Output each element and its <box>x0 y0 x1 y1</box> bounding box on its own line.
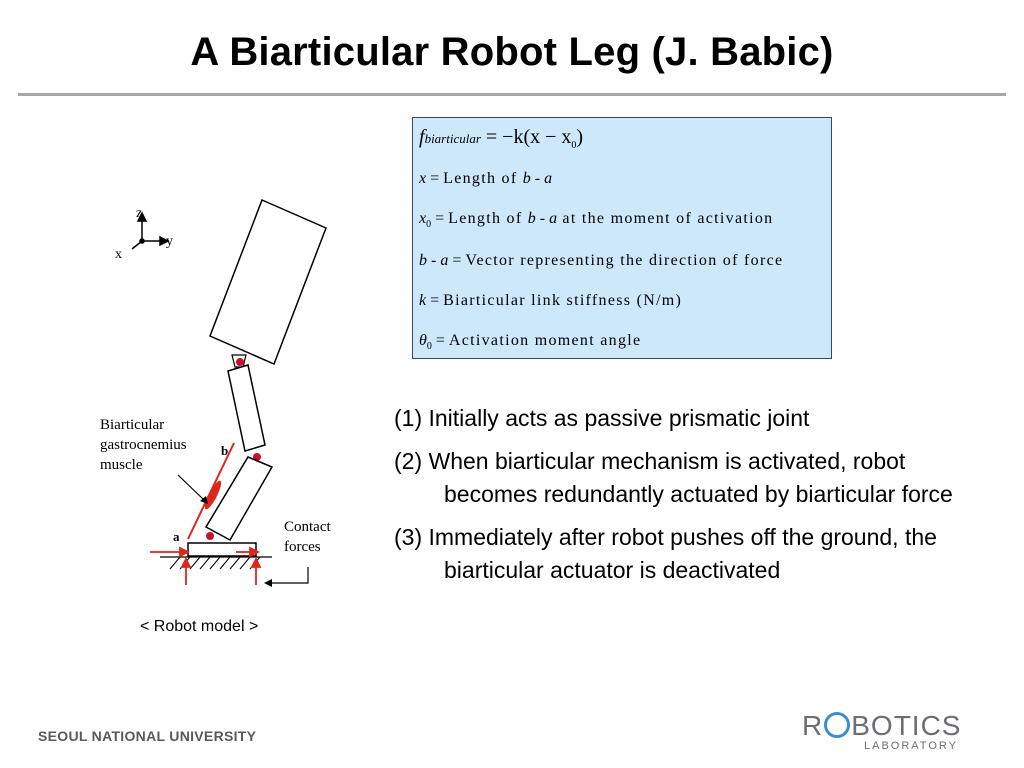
thigh-link <box>227 364 266 452</box>
title-divider <box>18 93 1006 96</box>
formula-box: fbiarticular = −k(x − x0) x = Length of … <box>412 117 832 359</box>
hip-joint-dot <box>236 358 244 366</box>
university-name: SEOUL NATIONAL UNIVERSITY <box>38 728 257 744</box>
robot-leg-figure: z y x <box>100 198 331 587</box>
axis-z-label: z <box>136 206 142 221</box>
muscle-pointer-arrow <box>200 496 208 504</box>
muscle-pointer-line <box>177 474 204 500</box>
formula-line-angle: θ0 = Activation moment angle <box>419 332 642 353</box>
axis-x-label: x <box>115 247 122 262</box>
formula-line-x0: x0 = Length of b - a at the moment of ac… <box>419 210 774 231</box>
shank-link <box>204 456 274 542</box>
contact-label-line-1: Contact <box>284 519 331 535</box>
ankle-joint-dot <box>206 532 214 540</box>
ground-hatch <box>169 556 261 570</box>
formula-line-stiffness: k = Biarticular link stiffness (N/m) <box>419 292 683 309</box>
diagram-caption: < Robot model > <box>140 618 259 635</box>
formula-line-x: x = Length of b - a <box>419 170 553 187</box>
axis-y-label: y <box>166 234 173 249</box>
muscle-label-line-2: gastrocnemius <box>100 437 187 453</box>
explanation-list: (1) Initially acts as passive prismatic … <box>394 402 984 597</box>
contact-force-arrows <box>150 546 262 585</box>
formula-line-force: fbiarticular = −k(x − x0) <box>419 126 584 151</box>
point-a-label: a <box>173 529 180 544</box>
muscle-label-line-1: Biarticular <box>100 417 164 433</box>
logo-subtitle: LABORATORY <box>864 740 958 752</box>
robot-model-diagram: z y x <box>100 195 360 595</box>
contact-pointer-line <box>270 567 309 584</box>
explanation-point-3: (3) Immediately after robot pushes off t… <box>394 524 937 583</box>
formula-line-vector: b - a = Vector representing the directio… <box>419 252 784 269</box>
axes-icon <box>131 211 170 250</box>
contact-label-line-2: forces <box>284 539 321 555</box>
explanation-point-2: (2) When biarticular mechanism is activa… <box>394 448 953 507</box>
contact-pointer-arrow <box>264 579 272 587</box>
point-b-label: b <box>221 443 228 458</box>
slide-title: A Biarticular Robot Leg (J. Babic) <box>190 30 834 74</box>
foot-link <box>187 542 257 557</box>
explanation-point-1: (1) Initially acts as passive prismatic … <box>394 405 810 431</box>
robot-trunk <box>209 198 327 366</box>
knee-joint-dot <box>253 453 261 461</box>
biarticular-muscle <box>204 480 222 510</box>
logo-ring-icon <box>824 712 851 738</box>
muscle-label-line-3: muscle <box>100 457 143 473</box>
